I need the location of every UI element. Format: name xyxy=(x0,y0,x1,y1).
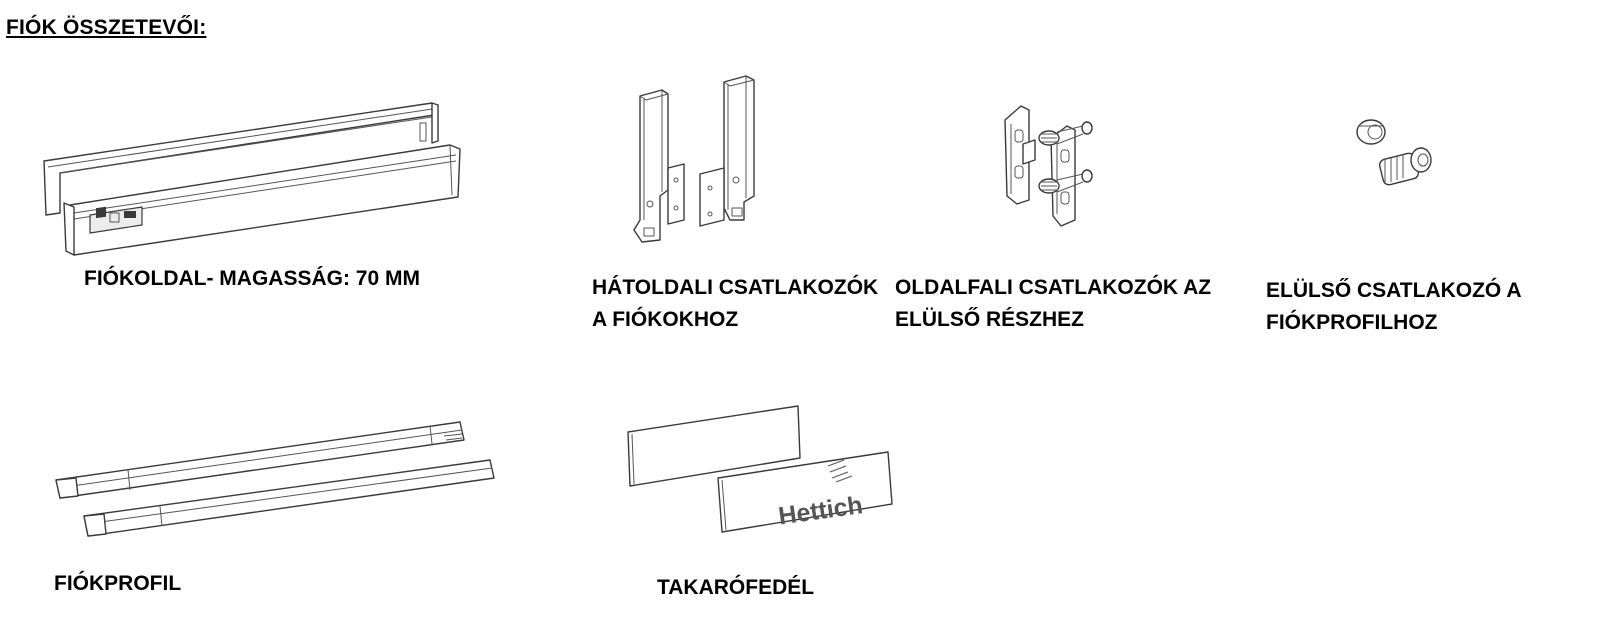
rear-connectors-label-line1: HÁTOLDALI CSATLAKOZÓK xyxy=(592,276,879,299)
drawer-profile-illustration xyxy=(50,418,500,548)
cover-cap-label: TAKARÓFEDÉL xyxy=(657,576,815,599)
drawer-side-illustration xyxy=(40,95,470,260)
page-heading: FIÓK ÖSSZETEVŐI: xyxy=(6,16,207,39)
rear-connectors-illustration xyxy=(620,70,780,250)
side-wall-connectors-label-line1: OLDALFALI CSATLAKOZÓK AZ xyxy=(895,276,1212,299)
hettich-logo-mark xyxy=(827,459,853,483)
cover-cap-illustration: Hettich xyxy=(622,400,902,540)
front-connector-label-line2: FIÓKPROFILHOZ xyxy=(1266,311,1438,334)
front-connector-illustration xyxy=(1345,110,1445,200)
drawer-profile-label: FIÓKPROFIL xyxy=(54,572,182,595)
front-connector-label-line1: ELÜLSŐ CSATLAKOZÓ A xyxy=(1266,279,1522,302)
side-wall-connectors-illustration xyxy=(995,100,1115,240)
side-wall-connectors-label-line2: ELÜLSŐ RÉSZHEZ xyxy=(895,308,1085,331)
rear-connectors-label-line2: A FIÓKOKHOZ xyxy=(592,308,739,331)
drawer-side-label: FIÓKOLDAL- MAGASSÁG: 70 MM xyxy=(84,267,420,290)
